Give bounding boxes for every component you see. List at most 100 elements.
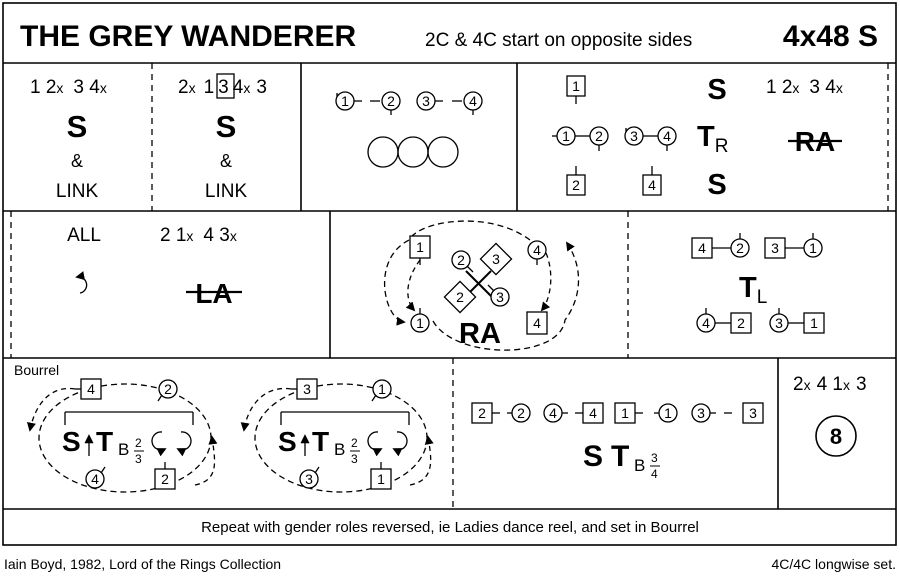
dancer-number: 4 [87, 381, 95, 397]
order-text: 4 3 [203, 225, 229, 246]
order-text: 4 [233, 77, 244, 98]
turn-left-icon [75, 271, 88, 294]
dancer-number: 1 [377, 471, 385, 487]
bar3-bourrel-loop-1 [26, 378, 218, 493]
cross-mark: x [186, 228, 193, 244]
fraction-bottom: 3 [135, 452, 142, 466]
bar1-line-to-circle [335, 91, 483, 168]
dancer-number: 4 [91, 471, 99, 487]
cross-mark: x [189, 80, 196, 96]
order-text: 3 4 [809, 77, 836, 98]
fraction-top: 3 [651, 451, 658, 465]
dancer-number: 2 [595, 128, 603, 144]
svg-text:S: S [62, 426, 81, 457]
dancer-number: 3 [496, 289, 504, 305]
dance-subtitle: 2C & 4C start on opposite sides [425, 30, 692, 51]
svg-text:TL: TL [739, 272, 767, 308]
figure-label: RA [459, 318, 501, 350]
figure-subscript: L [757, 287, 768, 308]
svg-text:T: T [96, 426, 113, 457]
dancer-number: 2 [161, 471, 169, 487]
dancer-number: 2 [736, 240, 744, 256]
bar2-rights-across [384, 220, 580, 351]
svg-text:1 2x3 4x: 1 2x3 4x [30, 77, 107, 98]
dancer-number: 1 [621, 405, 629, 421]
order-text: 3 [256, 77, 267, 98]
dancer-number: 4 [533, 242, 541, 258]
figure-label: T [739, 272, 757, 304]
figure-label: LA [195, 278, 232, 309]
bar2-turn-left [691, 233, 825, 334]
card-border [2, 2, 897, 546]
dancer-number: 2 [456, 289, 464, 305]
dancer-number: 3 [630, 128, 638, 144]
figure-label: T [312, 426, 329, 457]
bar-count: 8 [830, 424, 842, 449]
figure-label: S [278, 426, 297, 457]
figure-subscript: R [715, 136, 729, 157]
credit-line: Iain Boyd, 1982, Lord of the Rings Colle… [4, 556, 282, 572]
order-text: 3 4 [73, 77, 100, 98]
fraction-bottom: 4 [651, 467, 658, 481]
dancer-number: 4 [469, 93, 477, 109]
dancer-number: 3 [422, 93, 430, 109]
cross-mark: x [836, 80, 843, 96]
dancer-number: 3 [492, 251, 500, 267]
dancer-number: 2 [478, 405, 486, 421]
cross-mark: x [243, 80, 250, 96]
dancer-number: 3 [771, 240, 779, 256]
dancer-number: 3 [697, 405, 705, 421]
order-text: 3 [856, 374, 867, 395]
link-label: LINK [56, 181, 99, 202]
order-text: 1 2 [766, 77, 792, 98]
figure-label: T [697, 121, 715, 153]
dancer-number: 1 [664, 405, 672, 421]
cross-mark: x [804, 377, 811, 393]
bar-count-badge [815, 415, 857, 457]
dancer-number: 1 [416, 239, 424, 255]
order-text: 1 [204, 77, 215, 98]
dancer-number: 1 [809, 240, 817, 256]
fraction-top: 2 [135, 436, 142, 450]
dancer-number: 2 [517, 405, 525, 421]
dancer-number: 1 [572, 78, 580, 94]
order-text: 2 [178, 77, 189, 98]
dancer-number: 4 [702, 315, 710, 331]
svg-text:1 2x3 4x: 1 2x3 4x [766, 77, 843, 98]
order-text: 1 2 [30, 77, 56, 98]
dancer-number: 4 [698, 240, 706, 256]
dance-diagram: THE GREY WANDERER 2C & 4C start on oppos… [2, 2, 897, 546]
order-text: 2 1 [160, 225, 186, 246]
dancer-number: 2 [457, 252, 465, 268]
fraction-top: 2 [351, 436, 358, 450]
bourrel-label: Bourrel [14, 362, 59, 378]
dancer-number: 2 [572, 177, 580, 193]
dance-title: THE GREY WANDERER [20, 20, 356, 53]
dancer-number: 2 [387, 93, 395, 109]
repeat-note: Repeat with gender roles reversed, ie La… [201, 519, 699, 536]
dancer-number: 3 [305, 471, 313, 487]
dancer-number: 3 [775, 315, 783, 331]
figure-subscript: B [634, 456, 645, 475]
svg-text:2 1x4 3x: 2 1x4 3x [160, 225, 237, 246]
formation-label: 4C/4C longwise set. [771, 556, 896, 572]
bar1-set-turn-rights [552, 75, 677, 196]
figure-subscript: B [118, 440, 129, 459]
order-text: 3 [218, 77, 229, 98]
bar3-bourrel-loop-2 [240, 378, 434, 493]
figure-label: S [62, 426, 81, 457]
ampersand: & [220, 151, 232, 171]
figure-subscript: B [334, 440, 345, 459]
cross-mark: x [843, 377, 850, 393]
svg-text:T: T [312, 426, 329, 457]
svg-text:ST: ST [583, 440, 629, 473]
all-label: ALL [67, 225, 101, 246]
dancer-number: 1 [378, 381, 386, 397]
cross-mark: x [56, 80, 63, 96]
figure-label: S [707, 74, 726, 106]
svg-text:2x4 1x3: 2x4 1x3 [793, 374, 867, 395]
dancer-number: 1 [341, 93, 349, 109]
